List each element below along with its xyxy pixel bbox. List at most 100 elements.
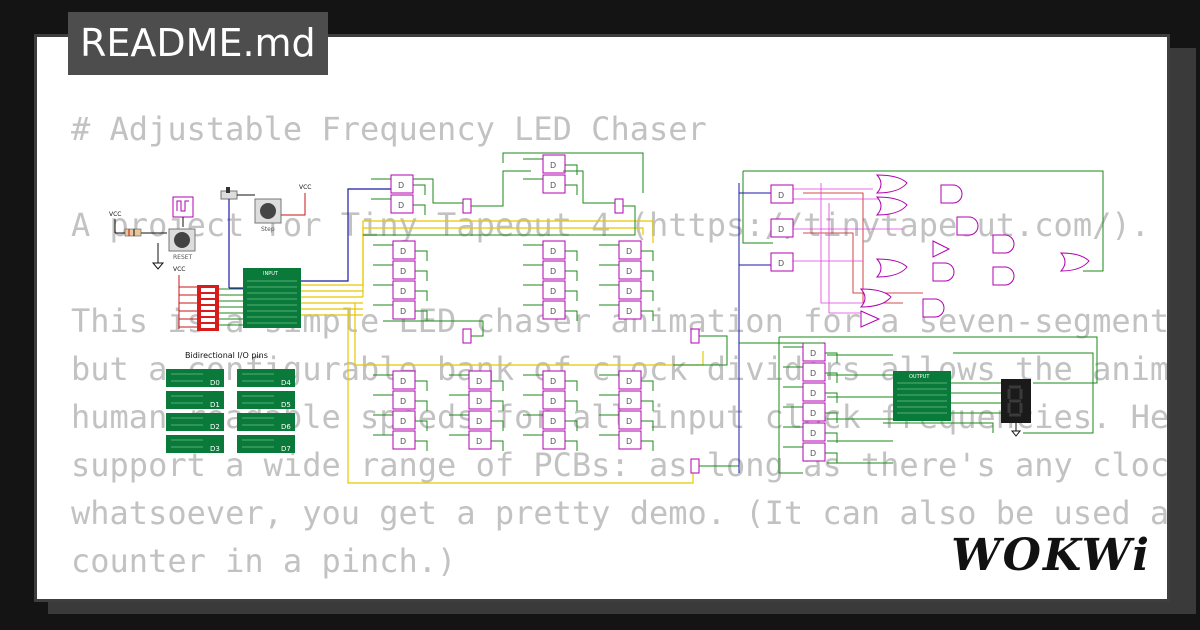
- dff-wire: [599, 414, 654, 431]
- bidir-pin: D3: [166, 435, 224, 453]
- dff-wire: [599, 434, 654, 451]
- input-header: INPUT: [263, 271, 279, 277]
- dff-box: [802, 442, 826, 462]
- dff-wire: [783, 366, 838, 383]
- dff-box: [542, 260, 566, 280]
- readme-line: A project for Tiny Tapeout 4 (https://ti…: [71, 206, 1150, 244]
- vcc-resistor: VCC: [109, 211, 167, 237]
- dff-box: [618, 300, 642, 320]
- dff-box: [618, 410, 642, 430]
- dff-wire: [523, 434, 578, 451]
- wokwi-logo: WOKWi: [951, 530, 1151, 581]
- clock-source: [172, 196, 194, 227]
- dff-wire: [373, 264, 428, 281]
- dff-label: D: [810, 369, 816, 378]
- vcc-label: VCC: [173, 266, 185, 273]
- dff-box: [618, 240, 642, 260]
- readme-line: whatsoever, you get a pretty demo. (It c…: [71, 494, 1170, 532]
- dff-wire: [523, 394, 578, 411]
- step-label: Step: [261, 226, 275, 233]
- dff-label: D: [778, 259, 784, 268]
- readme-line: This is a simple LED chaser animation fo…: [71, 302, 1170, 340]
- dff-wire: [523, 414, 578, 431]
- dff-box: [392, 260, 416, 280]
- dff-wire: [373, 284, 428, 301]
- dff-wire: [371, 178, 426, 195]
- dff-label: D: [550, 267, 556, 276]
- slide-switch[interactable]: [220, 187, 255, 288]
- dip-switch[interactable]: VCC: [173, 266, 219, 331]
- dff-label: D: [810, 449, 816, 458]
- dff-label: D: [400, 247, 406, 256]
- dff-label: D: [550, 377, 556, 386]
- logic-green: [742, 170, 1104, 474]
- dff-label: D: [400, 287, 406, 296]
- bidir-pin-label: D0: [210, 379, 220, 387]
- dff-wire: [599, 244, 654, 261]
- file-tab[interactable]: README.md: [68, 12, 328, 75]
- dff-box: [392, 410, 416, 430]
- circuit-diagram: VCC RESET Step V: [109, 152, 1104, 484]
- dff-label: D: [810, 409, 816, 418]
- mux-gate: [462, 198, 700, 474]
- reset-button[interactable]: RESET: [151, 228, 196, 270]
- readme-line: # Adjustable Frequency LED Chaser: [71, 110, 707, 148]
- dff-wire: [599, 394, 654, 411]
- dff-box: [542, 280, 566, 300]
- dff-box: [618, 280, 642, 300]
- green-routing: [363, 152, 823, 467]
- dff-wire: [783, 426, 838, 443]
- dff-label: D: [626, 247, 632, 256]
- dff-label: D: [476, 397, 482, 406]
- dff-box: [392, 300, 416, 320]
- dff-wire: [599, 304, 654, 321]
- dff-wire: [783, 386, 838, 403]
- dff-wire: [523, 158, 578, 175]
- dff-wire: [523, 244, 578, 261]
- input-board: INPUT: [219, 188, 391, 328]
- dff-box: [468, 370, 492, 390]
- dff-wire: [371, 198, 426, 215]
- bidir-pin: D7: [237, 435, 295, 453]
- output-header: OUTPUT: [909, 374, 930, 380]
- step-button[interactable]: Step VCC: [254, 184, 311, 233]
- dff-label: D: [810, 429, 816, 438]
- dff-wire: [373, 414, 428, 431]
- dff-box: [618, 260, 642, 280]
- dff-wire: [599, 284, 654, 301]
- bidir-pin-label: D1: [210, 401, 220, 409]
- dff-label: D: [810, 389, 816, 398]
- dff-wire: [783, 446, 838, 463]
- dff-box: [542, 430, 566, 450]
- dff-wire: [373, 374, 428, 391]
- dff-label: D: [400, 307, 406, 316]
- logic-blue: [738, 183, 771, 473]
- bidir-pin-label: D4: [281, 379, 291, 387]
- dff-box: [542, 410, 566, 430]
- dff-box: [392, 280, 416, 300]
- dff-box: [542, 300, 566, 320]
- dff-box: [392, 370, 416, 390]
- bidir-pin-label: D5: [281, 401, 291, 409]
- bidir-pin: D6: [237, 413, 295, 431]
- dff-label: D: [626, 377, 632, 386]
- dff-box: [392, 390, 416, 410]
- dff-wire: [449, 394, 504, 411]
- dff-label: D: [778, 191, 784, 200]
- dff-box: [468, 430, 492, 450]
- dff-label: D: [400, 377, 406, 386]
- dff-box: [542, 154, 566, 174]
- dff-label: D: [550, 181, 556, 190]
- dff-box: [802, 422, 826, 442]
- output-board: OUTPUT: [827, 354, 1001, 464]
- dff-label: D: [550, 417, 556, 426]
- dff-wire: [373, 394, 428, 411]
- dff-box: [468, 410, 492, 430]
- dff-box: [542, 240, 566, 260]
- dff-box: [618, 430, 642, 450]
- dff-label: D: [626, 437, 632, 446]
- bidir-pin: D5: [237, 391, 295, 409]
- dff-label: D: [550, 161, 556, 170]
- readme-line: but a configurable bank of clock divider…: [71, 350, 1170, 388]
- bidir-title: Bidirectional I/O pins: [185, 351, 268, 360]
